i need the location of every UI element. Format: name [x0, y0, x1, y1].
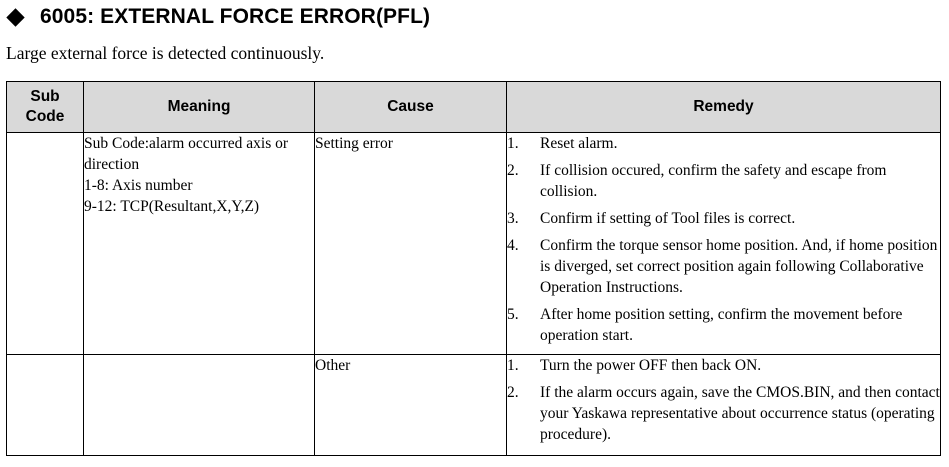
- remedy-cell: 1. Turn the power OFF then back ON. 2. I…: [506, 354, 941, 456]
- remedy-step: 4. Confirm the torque sensor home positi…: [507, 235, 940, 298]
- remedy-cell: 1. Reset alarm. 2. If collision occured,…: [506, 132, 941, 355]
- diamond-bullet-icon: [6, 7, 25, 27]
- step-number: 2.: [507, 384, 519, 401]
- remedy-step: 5. After home position setting, confirm …: [507, 304, 940, 346]
- table-row: Sub Code:alarm occurred axis or directio…: [6, 132, 941, 355]
- sub-code-cell: [6, 354, 84, 456]
- meaning-line: 1-8: Axis number: [84, 177, 193, 194]
- step-text: Reset alarm.: [540, 135, 618, 152]
- remedy-step: 1. Reset alarm.: [507, 133, 940, 154]
- meaning-line: 9-12: TCP(Resultant,X,Y,Z): [84, 198, 260, 215]
- header-meaning: Meaning: [83, 81, 315, 133]
- header-cause: Cause: [314, 81, 507, 133]
- meaning-line: Sub Code:alarm occurred axis or directio…: [84, 135, 289, 173]
- remedy-step: 1. Turn the power OFF then back ON.: [507, 355, 940, 376]
- section-heading: 6005: EXTERNAL FORCE ERROR(PFL): [6, 4, 430, 30]
- remedy-step: 2. If collision occured, confirm the saf…: [507, 160, 940, 202]
- sub-code-cell: [6, 132, 84, 355]
- step-number: 5.: [507, 306, 519, 323]
- step-text: Confirm if setting of Tool files is corr…: [540, 210, 796, 227]
- table-header-row: Sub Code Meaning Cause Remedy: [6, 81, 941, 133]
- remedy-list: 1. Turn the power OFF then back ON. 2. I…: [507, 355, 940, 445]
- error-description: Large external force is detected continu…: [6, 43, 325, 63]
- remedy-list: 1. Reset alarm. 2. If collision occured,…: [507, 133, 940, 346]
- meaning-cell: Sub Code:alarm occurred axis or directio…: [83, 132, 315, 355]
- heading-title: 6005: EXTERNAL FORCE ERROR(PFL): [40, 5, 431, 28]
- step-text: Confirm the torque sensor home position.…: [540, 237, 938, 296]
- step-text: If collision occured, confirm the safety…: [540, 162, 887, 200]
- remedy-step: 2. If the alarm occurs again, save the C…: [507, 382, 940, 445]
- error-table: Sub Code Meaning Cause Remedy Sub Code:a…: [6, 81, 941, 456]
- cause-cell: Other: [314, 354, 507, 456]
- step-text: Turn the power OFF then back ON.: [540, 357, 762, 374]
- header-remedy: Remedy: [506, 81, 941, 133]
- remedy-step: 3. Confirm if setting of Tool files is c…: [507, 208, 940, 229]
- step-number: 4.: [507, 237, 519, 254]
- step-text: After home position setting, confirm the…: [540, 306, 903, 344]
- step-number: 3.: [507, 210, 519, 227]
- step-number: 1.: [507, 357, 519, 374]
- step-number: 2.: [507, 162, 519, 179]
- meaning-cell: [83, 354, 315, 456]
- header-sub-code: Sub Code: [6, 81, 84, 133]
- step-number: 1.: [507, 135, 519, 152]
- step-text: If the alarm occurs again, save the CMOS…: [540, 384, 940, 443]
- table-row: Other 1. Turn the power OFF then back ON…: [6, 354, 941, 456]
- cause-cell: Setting error: [314, 132, 507, 355]
